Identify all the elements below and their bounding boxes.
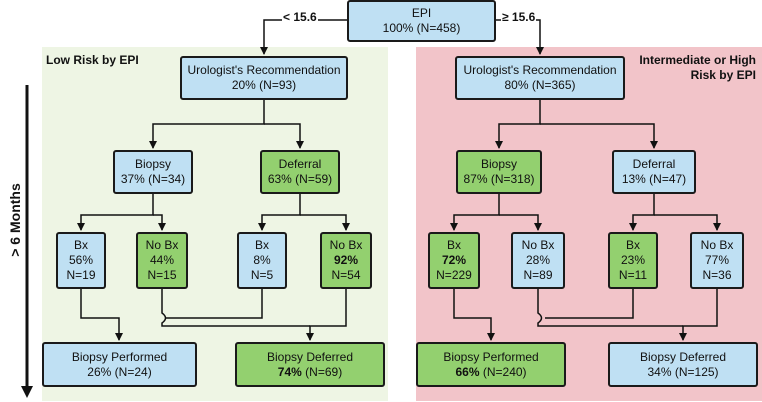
edge-label-high: ≥ 15.6 [501,10,537,24]
right-recommendation-node: Urologist's Recommendation 80% (N=365) [455,56,625,100]
low-risk-panel-title: Low Risk by EPI [46,53,139,67]
right-outcome-biopsy-performed: Biopsy Performed 66% (N=240) [416,342,566,387]
left-recommendation-node: Urologist's Recommendation 20% (N=93) [180,56,348,100]
edge-label-low: < 15.6 [282,10,318,24]
right-leaf-nobx-2: No Bx 77% N=36 [690,232,744,289]
high-risk-panel-title: Intermediate or High Risk by EPI [639,53,756,82]
right-outcome-biopsy-deferred: Biopsy Deferred 34% (N=125) [608,342,758,387]
left-leaf-nobx-2: No Bx 92% N=54 [320,232,372,289]
left-deferral-node: Deferral 63% (N=59) [260,150,340,194]
left-outcome-biopsy-deferred: Biopsy Deferred 74% (N=69) [235,342,385,387]
right-biopsy-node: Biopsy 87% (N=318) [456,150,542,194]
left-outcome-biopsy-performed: Biopsy Performed 26% (N=24) [42,342,197,387]
right-leaf-nobx-1: No Bx 28% N=89 [511,232,565,289]
right-leaf-bx-2: Bx 23% N=11 [608,232,658,289]
left-leaf-bx-2: Bx 8% N=5 [237,232,287,289]
left-leaf-nobx-1: No Bx 44% N=15 [136,232,188,289]
right-deferral-node: Deferral 13% (N=47) [612,150,696,194]
epi-root-node: EPI 100% (N=458) [347,0,496,42]
left-leaf-bx-1: Bx 56% N=19 [56,232,106,289]
right-leaf-bx-1: Bx 72% N=229 [428,232,480,289]
time-axis-label: > 6 Months [7,183,23,257]
left-biopsy-node: Biopsy 37% (N=34) [113,150,193,194]
